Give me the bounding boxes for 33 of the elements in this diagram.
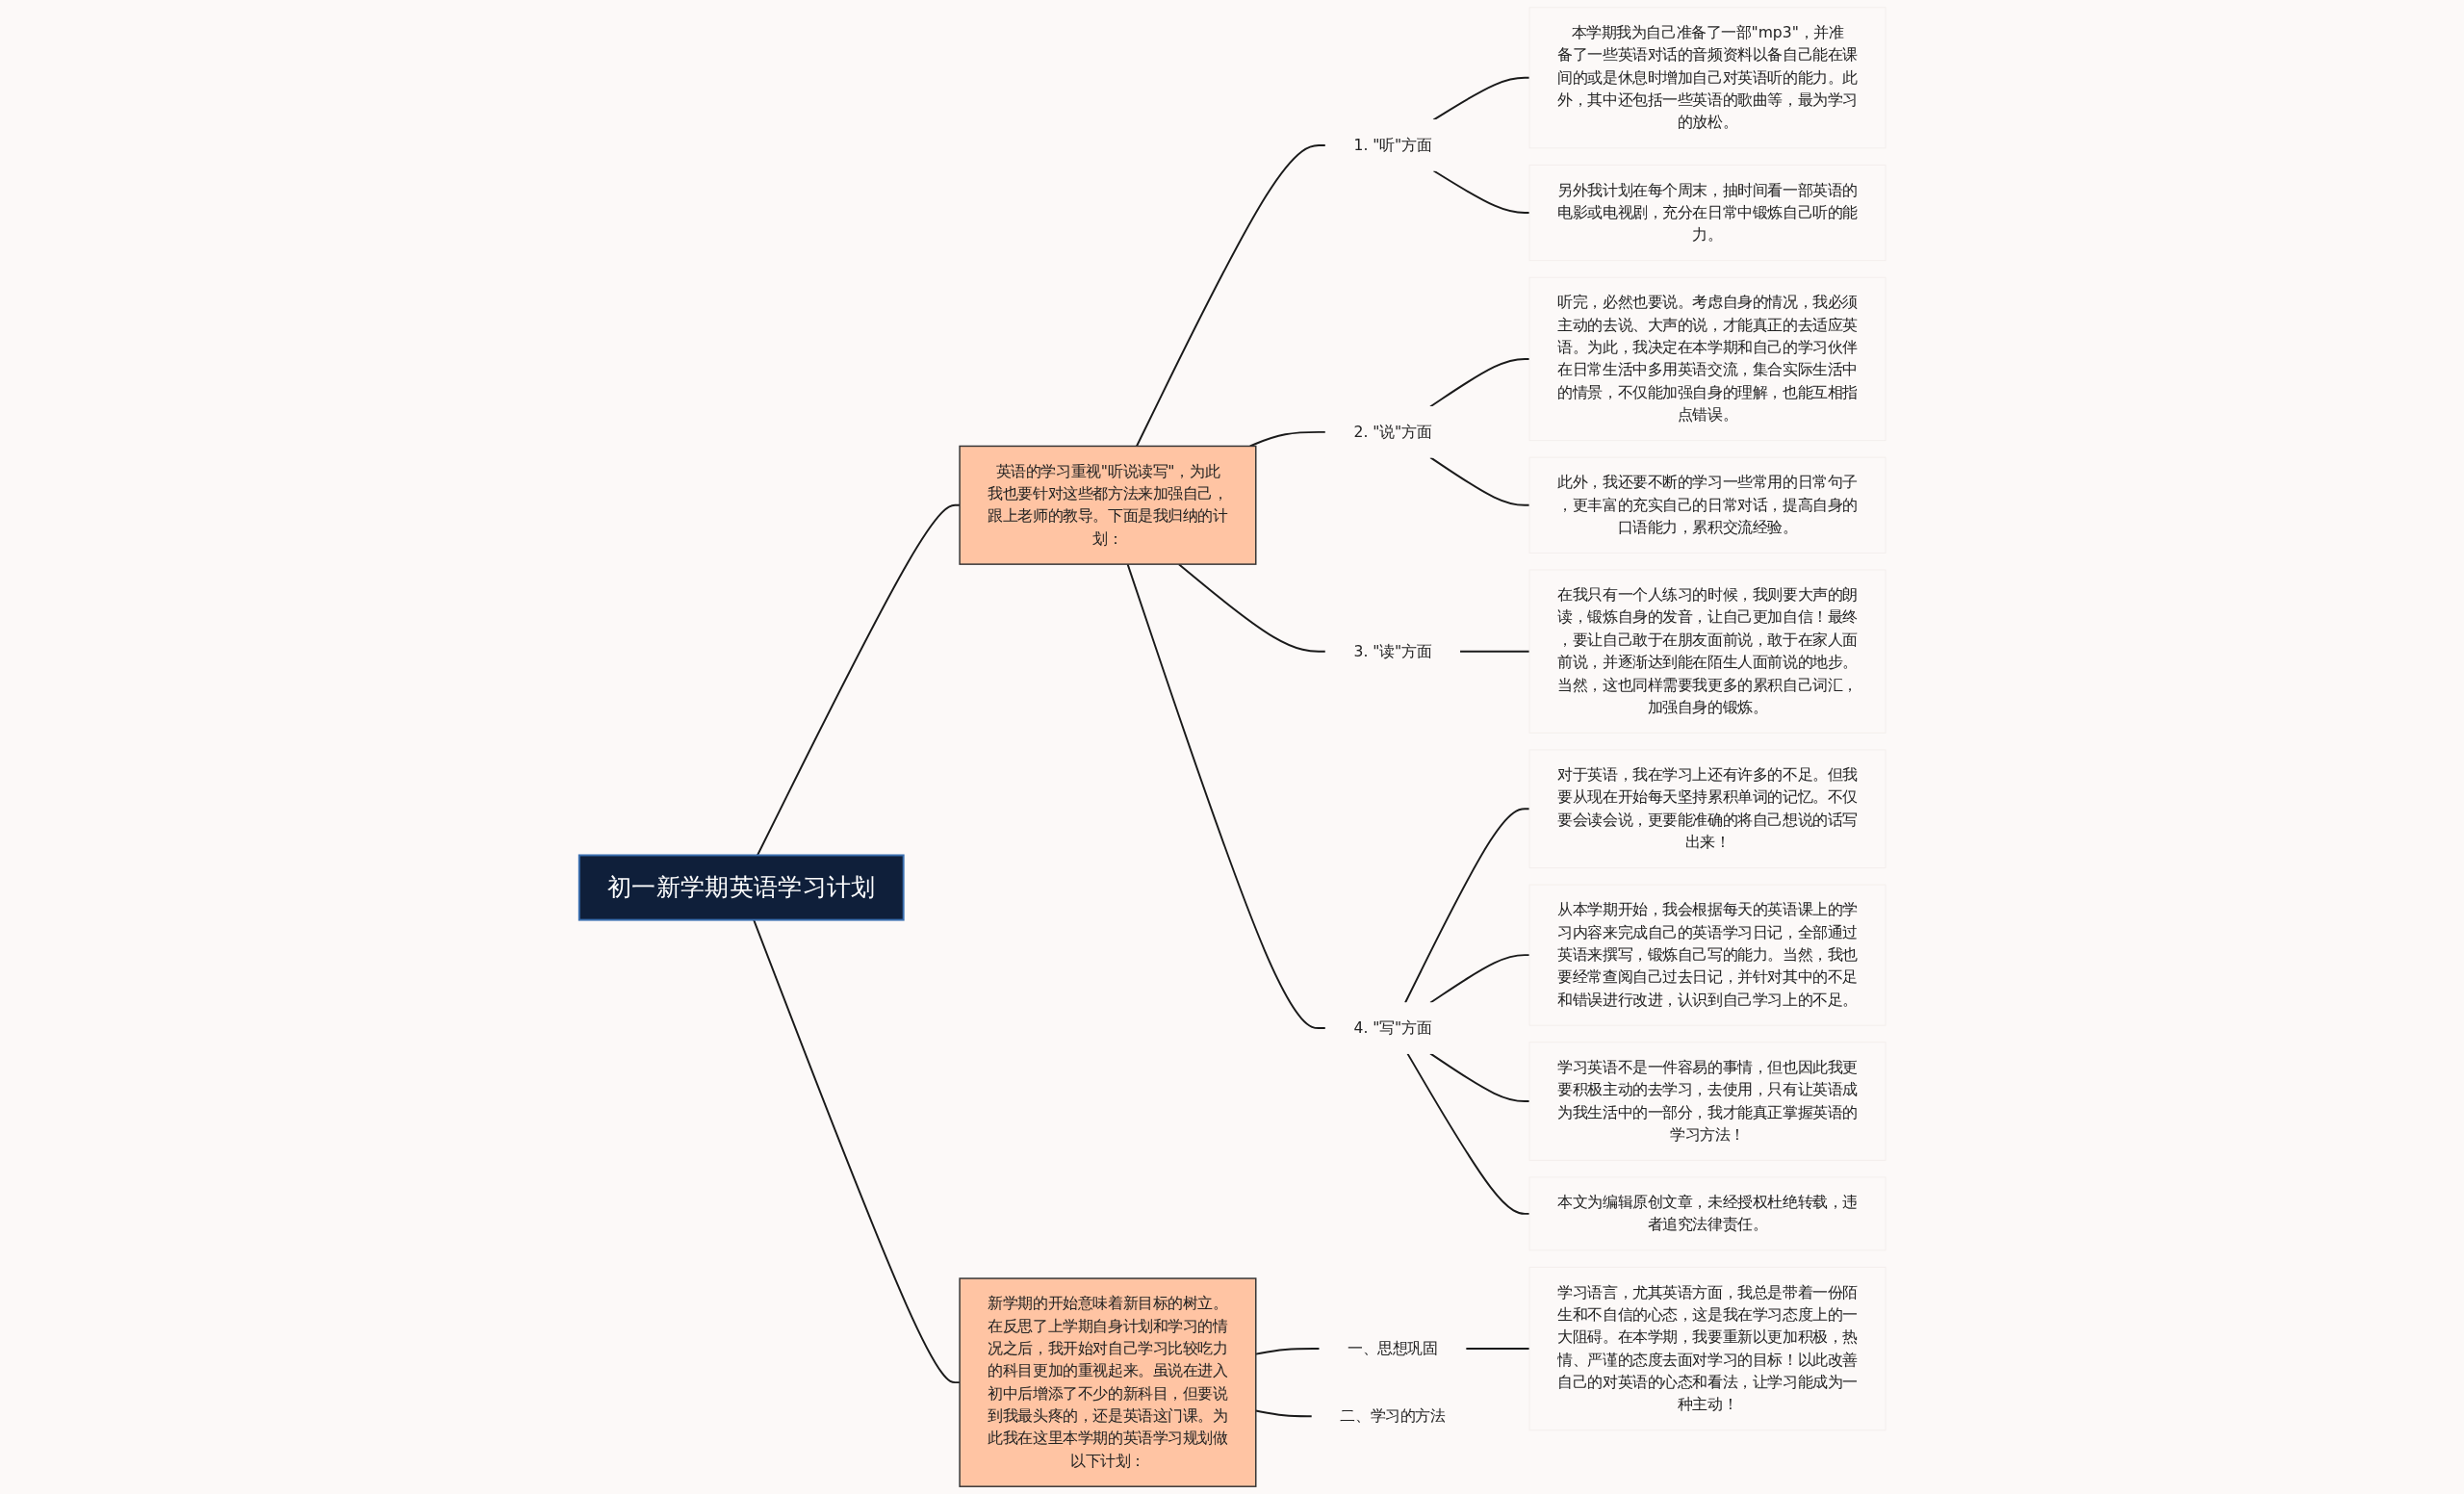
connector	[1405, 1052, 1530, 1215]
node-box: 新学期的开始意味着新目标的树立。在反思了上学期自身计划和学习的情况之后，我开始对自己学习比较吃力的科目更加的重视起来。虽说在进入初中后增添了不少的新科目，但要说到我最头疼的，还是英语这门课。为此我在这里本学期的英语学习规划做以下计划：	[958, 1277, 1257, 1487]
connector	[1248, 430, 1326, 448]
node-box: 学习语言，尤其英语方面，我总是带着一份陌生和不自信的心态，这是我在学习态度上的一大阻碍。在本学期，我要重新以更加积极，热情、严谨的态度去面对学习的目标！以此改善自己的对英语的心态和看法，让学习能成为一种主动！	[1528, 1266, 1886, 1431]
node-box: 从本学期开始，我会根据每天的英语课上的学习内容来完成自己的英语学习日记，全部通过英语来撰写，锻炼自己写的能力。当然，我也要经常查阅自己过去日记，并针对其中的不足和错误进行改进，认识到自己学习上的不足。	[1528, 884, 1886, 1026]
connector	[1428, 954, 1530, 1004]
connector	[1431, 76, 1530, 121]
connector	[1126, 563, 1326, 1030]
node-text: 4. "写"方面	[1353, 1018, 1431, 1037]
connector	[1177, 563, 1326, 653]
node-box: 听完，必然也要说。考虑自身的情况，我必须主动的去说、大声的说，才能真正的去适应英语。为此，我决定在本学期和自己的学习伙伴在日常生活中多用英语交流，集合实际生活中的情景，不仅能加强自身的理解，也能互相指点错误。	[1528, 276, 1886, 442]
connector	[1135, 143, 1326, 448]
connector	[1428, 456, 1530, 506]
node-text: 2. "说"方面	[1353, 423, 1431, 441]
connector	[1428, 1052, 1530, 1102]
node-text: 3. "读"方面	[1353, 641, 1431, 660]
node-box: 本学期我为自己准备了一部"mp3"，并准备了一些英语对话的音频资料以备自己能在课间的或是休息时增加自己对英语听的能力。此外，其中还包括一些英语的歌曲等，最为学习的放松。	[1528, 7, 1886, 149]
connector	[1458, 650, 1530, 653]
node-box: 对于英语，我在学习上还有许多的不足。但我要从现在开始每天坚持累积单词的记忆。不仅要会读会说，更要能准确的将自己想说的话写出来！	[1528, 749, 1886, 869]
node-box: 初一新学期英语学习计划	[578, 854, 905, 921]
node-box: 英语的学习重视"听说读写"，为此我也要针对这些都方法来加强自己，跟上老师的教导。下面是我归纳的计划：	[958, 445, 1257, 565]
node-box: 本文为编辑原创文章，未经授权杜绝转载，违者追究法律责任。	[1528, 1176, 1886, 1251]
connector	[1464, 1348, 1530, 1351]
node-box: 在我只有一个人练习的时候，我则要大声的朗读，锻炼自身的发音，让自己更加自信！最终，要让自己敢于在朋友面前说，敢于在家人面前说，并逐渐达到能在陌生人面前说的地步。当然，这也同样需要我更多的累积自己词汇，加强自身的锻炼。	[1528, 569, 1886, 734]
node-text: 二、学习的方法	[1339, 1406, 1446, 1425]
connector	[1428, 357, 1530, 408]
connector	[1431, 169, 1530, 214]
node-box: 此外，我还要不断的学习一些常用的日常句子，更丰富的充实自己的日常对话，提高自身的口语能力，累积交流经验。	[1528, 456, 1886, 554]
node-text: 1. "听"方面	[1353, 136, 1431, 154]
node-box: 学习英语不是一件容易的事情，但也因此我更要积极主动的去学习，去使用，只有让英语成为我生活中的一部分，我才能真正掌握英语的学习方法！	[1528, 1042, 1886, 1161]
connector	[1403, 808, 1530, 1004]
node-box: 另外我计划在每个周末，抽时间看一部英语的电影或电视剧，充分在日常中锻炼自己听的能力。	[1528, 164, 1886, 262]
node-text: 一、思想巩固	[1347, 1339, 1438, 1357]
